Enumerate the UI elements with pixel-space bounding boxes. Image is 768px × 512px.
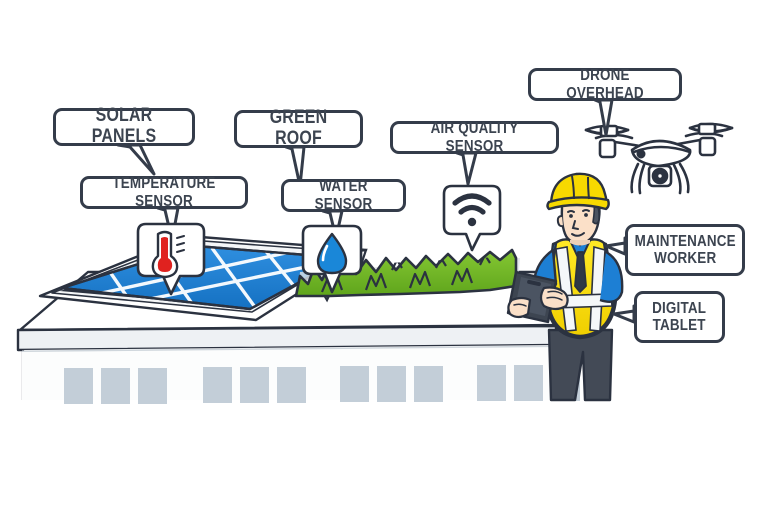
callout-label-text: AIR QUALITY SENSOR bbox=[430, 120, 519, 155]
water-drop-icon bbox=[316, 232, 348, 275]
callout-drone-overhead[interactable]: DRONE OVERHEAD bbox=[528, 67, 682, 102]
air-quality-sensor-pin[interactable] bbox=[442, 184, 502, 252]
wifi-icon bbox=[452, 193, 492, 227]
solar-panel-array bbox=[38, 234, 368, 322]
callout-label-text: DRONE OVERHEAD bbox=[566, 67, 644, 102]
callout-label-text: DIGITAL TABLET bbox=[652, 299, 707, 334]
callout-water-sensor[interactable]: WATER SENSOR bbox=[281, 178, 406, 213]
maintenance-worker-figure bbox=[506, 172, 624, 402]
callout-solar-panels[interactable]: SOLAR PANELS bbox=[53, 105, 195, 147]
drone bbox=[584, 122, 734, 195]
callout-label-text: TEMPERATURE SENSOR bbox=[112, 175, 216, 210]
callout-air-quality-sensor[interactable]: AIR QUALITY SENSOR bbox=[390, 120, 559, 155]
water-sensor-pin[interactable] bbox=[301, 224, 363, 294]
callout-maintenance-worker[interactable]: MAINTENANCE WORKER bbox=[625, 224, 745, 276]
callout-temperature-sensor[interactable]: TEMPERATURE SENSOR bbox=[80, 175, 248, 210]
callout-label-text: SOLAR PANELS bbox=[91, 105, 157, 147]
thermometer-icon bbox=[151, 230, 185, 279]
callout-label-text: GREEN ROOF bbox=[269, 107, 328, 149]
temperature-sensor-pin[interactable] bbox=[136, 222, 206, 296]
callout-green-roof[interactable]: GREEN ROOF bbox=[234, 107, 363, 149]
callout-digital-tablet[interactable]: DIGITAL TABLET bbox=[634, 291, 725, 343]
callout-label-text: MAINTENANCE WORKER bbox=[634, 232, 736, 267]
callout-label-text: WATER SENSOR bbox=[314, 178, 373, 213]
